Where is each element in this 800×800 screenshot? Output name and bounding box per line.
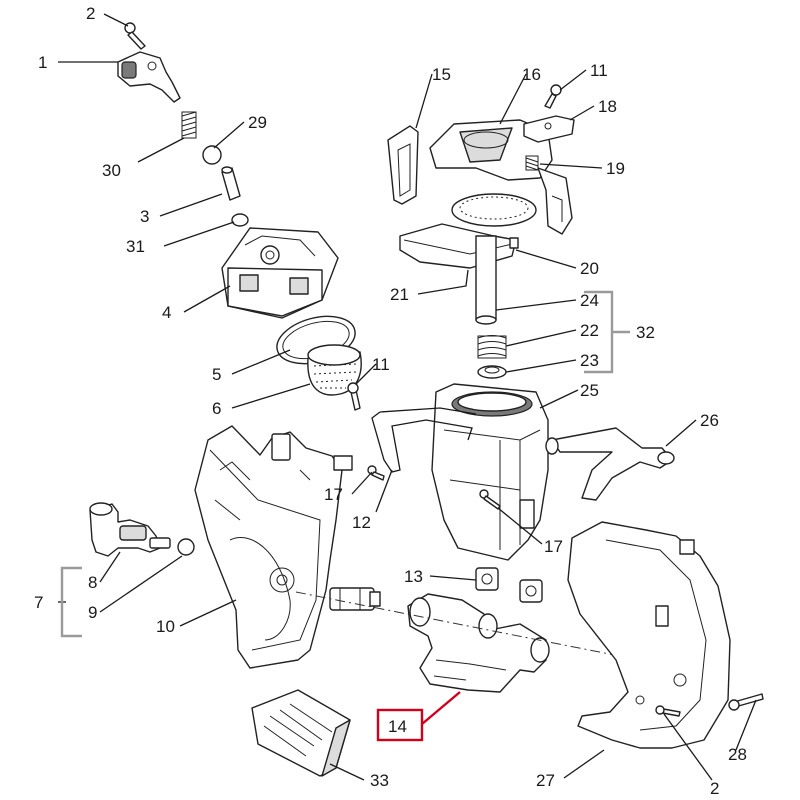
assembly-axis-line xyxy=(295,591,661,665)
right-frame-part-27 xyxy=(567,521,731,749)
shower-disc xyxy=(451,193,537,227)
callout-16: 16 xyxy=(522,65,541,84)
callout-5: 5 xyxy=(212,365,221,384)
callout-29: 29 xyxy=(248,113,267,132)
screw-part-28 xyxy=(728,693,764,711)
wire-bracket-part-12 xyxy=(371,407,477,473)
latch-part-18 xyxy=(523,115,575,143)
screw-part-2-bottom xyxy=(655,705,681,717)
spring-part-19 xyxy=(525,155,539,171)
callout-13: 13 xyxy=(404,567,423,586)
left-frame-part-10 xyxy=(194,425,381,669)
spring-part-30 xyxy=(181,111,197,139)
callout-31: 31 xyxy=(126,237,145,256)
callout-12: 12 xyxy=(352,513,371,532)
brew-top-part-16 xyxy=(429,119,573,235)
callout-24: 24 xyxy=(580,291,599,310)
callout-8: 8 xyxy=(88,573,97,592)
crank-part-14 xyxy=(407,593,550,693)
brew-chamber-part-25 xyxy=(431,383,549,561)
filter-cup-part-6 xyxy=(307,344,362,396)
callout-32: 32 xyxy=(636,323,655,342)
callout-15: 15 xyxy=(432,65,451,84)
ball-part-29 xyxy=(202,145,222,165)
oring-part-9 xyxy=(177,538,195,556)
pin-part-3 xyxy=(221,166,241,201)
spring-part-22 xyxy=(477,335,507,359)
group-bracket-7 xyxy=(60,566,82,638)
callout-28: 28 xyxy=(728,745,747,764)
callout-33: 33 xyxy=(370,771,389,790)
callout-6: 6 xyxy=(212,399,221,418)
callout-17-right: 17 xyxy=(544,537,563,556)
callout-22: 22 xyxy=(580,321,599,340)
screw-part-17-left xyxy=(367,465,385,481)
callout-7: 7 xyxy=(34,593,43,612)
callout-3: 3 xyxy=(140,207,149,226)
callout-10: 10 xyxy=(156,617,175,636)
shaft-part-21 xyxy=(475,235,497,325)
callout-25: 25 xyxy=(580,381,599,400)
callout-2-bottom: 2 xyxy=(710,779,719,798)
callout-26: 26 xyxy=(700,411,719,430)
valve-lever-part-1 xyxy=(117,51,181,103)
callout-20: 20 xyxy=(580,259,599,278)
seal-part-23 xyxy=(477,365,507,379)
drip-grid-part-33 xyxy=(251,689,351,777)
callout-14: 14 xyxy=(388,717,407,736)
highlight-box-14 xyxy=(376,708,424,742)
oring-part-31 xyxy=(231,213,249,227)
callout-18: 18 xyxy=(598,97,617,116)
screw-part-11-middle xyxy=(347,382,361,411)
spout-part-8 xyxy=(89,502,171,557)
screw-part-2-top xyxy=(124,22,146,50)
callout-labels: 2 1 30 29 3 31 4 5 6 11 7 8 9 10 15 16 1… xyxy=(34,4,747,798)
callout-2-top: 2 xyxy=(86,4,95,23)
lever-arm-part-26 xyxy=(545,427,675,501)
callout-30: 30 xyxy=(102,161,121,180)
callout-1: 1 xyxy=(38,53,47,72)
callout-17-left: 17 xyxy=(324,485,343,504)
callout-9: 9 xyxy=(88,603,97,622)
piston-part-20 xyxy=(399,223,519,269)
callout-11-middle: 11 xyxy=(372,355,390,374)
screw-part-11-top xyxy=(544,84,562,109)
callout-4: 4 xyxy=(162,303,171,322)
callout-11-top: 11 xyxy=(590,61,608,80)
callout-23: 23 xyxy=(580,351,599,370)
lever-plate-part-15 xyxy=(387,125,419,205)
callout-19: 19 xyxy=(606,159,625,178)
group-bracket-32 xyxy=(584,290,630,374)
callout-21: 21 xyxy=(390,285,409,304)
highlight-leader-14 xyxy=(421,691,461,725)
leader-lines xyxy=(58,13,757,781)
bushing-part-13 xyxy=(475,567,543,603)
valve-body-part-4 xyxy=(221,227,339,319)
callout-27: 27 xyxy=(536,771,555,790)
screw-part-17-right xyxy=(479,489,501,510)
